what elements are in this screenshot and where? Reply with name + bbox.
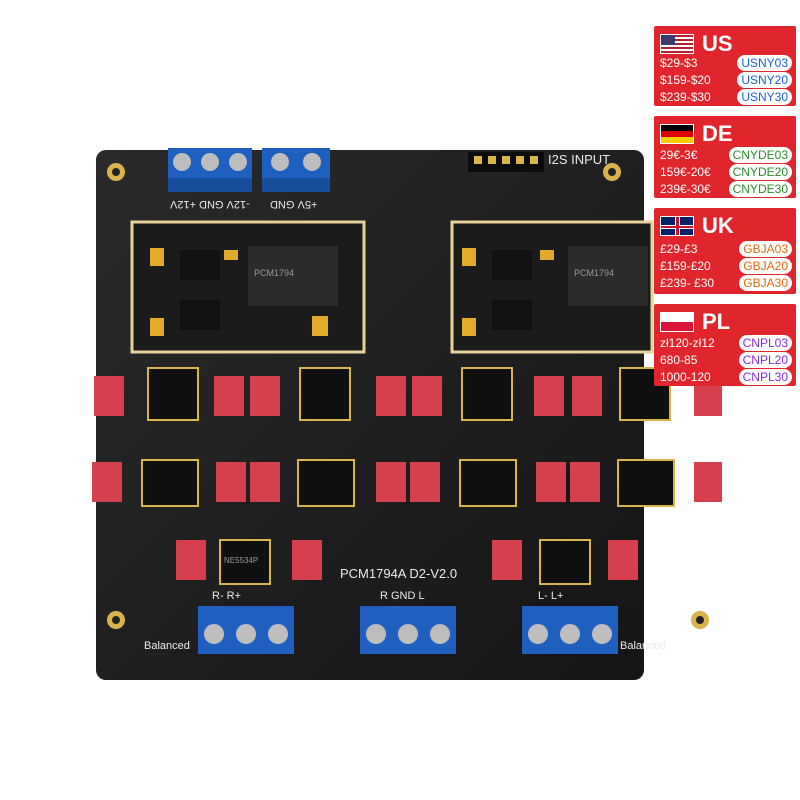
- uk-flag-icon: [660, 216, 694, 236]
- output-terminal-left: [198, 606, 294, 654]
- i2s-header: [468, 152, 544, 172]
- coupon-code: CNYDE03: [728, 147, 792, 163]
- coupon-code: GBJA20: [739, 258, 792, 274]
- coupon-code: GBJA30: [739, 275, 792, 291]
- dac-chip-marking: PCM1794: [574, 268, 615, 278]
- price-range: $239-$30: [660, 90, 711, 104]
- coupon-code: GBJA03: [739, 241, 792, 257]
- coupon-code: USNY30: [737, 89, 792, 105]
- output-label-left: R- R+: [212, 590, 242, 602]
- price-range: £29-£3: [660, 242, 698, 256]
- i2s-input-label: I2S INPUT: [548, 152, 611, 167]
- power-label-12v: -12V GND +12V: [170, 198, 250, 210]
- coupon-code: CNYDE20: [728, 164, 792, 180]
- region-code: PL: [702, 309, 731, 334]
- price-range: 680-85: [660, 353, 698, 367]
- region-us: US $29-$3 USNY03 $159-$20 USNY20 $239-$30 U…: [654, 26, 796, 106]
- model-label: PCM1794A D2-V2.0: [340, 566, 458, 581]
- opamp-sockets: [141, 367, 675, 585]
- output-terminal-center: [360, 606, 456, 654]
- region-code: US: [702, 31, 733, 56]
- output-terminal-right: [522, 606, 618, 654]
- coupon-code: USNY20: [737, 72, 792, 88]
- price-range: $29-$3: [660, 56, 698, 70]
- de-flag-icon: [660, 124, 694, 144]
- region-uk: UK £29-£3 GBJA03 £159-£20 GBJA20 £239- £30…: [654, 208, 796, 294]
- coupon-code: CNPL20: [738, 352, 792, 368]
- price-range: 1000-120: [660, 370, 711, 384]
- dac-module-left: [130, 220, 366, 354]
- price-range: 159€-20€: [660, 165, 711, 179]
- region-de: DE 29€-3€ CNYDE03 159€-20€ CNYDE20 239€-30…: [654, 116, 796, 198]
- power-label-5v: +5V GND: [270, 198, 318, 210]
- power-terminal-5v: [262, 148, 330, 192]
- price-range: 239€-30€: [660, 182, 711, 196]
- price-range: £159-£20: [660, 259, 711, 273]
- balanced-label-right: Balanced: [620, 640, 666, 652]
- film-capacitors: [92, 376, 722, 580]
- coupon-code: USNY03: [737, 55, 792, 71]
- coupon-code: CNPL03: [738, 335, 792, 351]
- coupon-code: CNPL30: [738, 369, 792, 385]
- output-label-right: L- L+: [538, 590, 564, 602]
- region-pl: PL zł120-zł12 CNPL03 680-85 CNPL20 1000-12…: [654, 304, 796, 386]
- region-code: UK: [702, 213, 734, 238]
- opamp-marking: NE5534P: [224, 556, 259, 565]
- price-range: zł120-zł12: [660, 336, 715, 350]
- region-code: DE: [702, 121, 733, 146]
- output-label-center: R GND L: [380, 590, 425, 602]
- power-terminal-12v: [168, 148, 252, 192]
- coupon-code: CNYDE30: [728, 181, 792, 197]
- price-range: $159-$20: [660, 73, 711, 87]
- mounting-holes: [107, 163, 709, 629]
- price-range: £239- £30: [660, 276, 715, 290]
- dac-module-right: [450, 220, 654, 354]
- us-flag-icon: [660, 34, 694, 54]
- price-range: 29€-3€: [660, 148, 698, 162]
- balanced-label-left: Balanced: [144, 640, 190, 652]
- pl-flag-icon: [660, 312, 694, 332]
- dac-chip-marking: PCM1794: [254, 268, 295, 278]
